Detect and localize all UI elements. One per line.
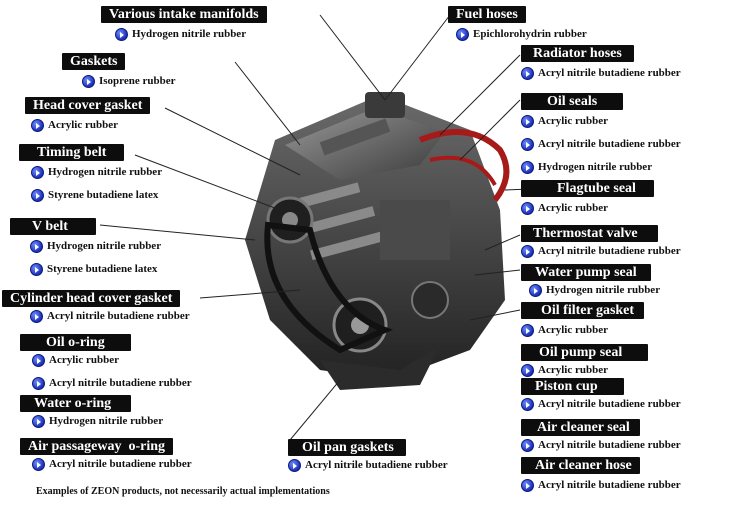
footnote: Examples of ZEON products, not necessari… [36,486,330,497]
label-title: Air cleaner seal [521,419,640,436]
label-piston-cup: Piston cup Acryl nitrile butadiene rubbe… [521,377,681,412]
bullet-icon [521,364,534,377]
material-item: Acryl nitrile butadiene rubber [32,457,192,472]
label-title: Oil o-ring [20,334,131,351]
material-item: Isoprene rubber [82,74,176,89]
material-item: Styrene butadiene latex [30,262,161,277]
label-oil-pan-gaskets: Oil pan gaskets Acryl nitrile butadiene … [288,438,448,473]
label-air-cleaner-seal: Air cleaner seal Acryl nitrile butadiene… [521,418,681,453]
material-item: Acryl nitrile butadiene rubber [521,244,681,259]
bullet-icon [521,324,534,337]
label-oil-filter-gasket: Oil filter gasket Acrylic rubber [521,301,645,338]
label-air-passageway-o-ring: Air passageway o-ring Acryl nitrile buta… [20,437,192,472]
material-item: Acrylic rubber [32,353,192,368]
label-v-belt: V belt Hydrogen nitrile rubber Styrene b… [10,217,161,277]
label-intake-manifolds: Various intake manifolds Hydrogen nitril… [101,5,267,42]
material-item: Acrylic rubber [521,323,644,338]
material-item: Styrene butadiene latex [31,188,162,203]
label-title: Oil seals [521,93,624,110]
bullet-icon [521,161,534,174]
label-title: Water pump seal [521,264,651,281]
material-item: Hydrogen nitrile rubber [31,165,162,180]
bullet-icon [32,377,45,390]
label-flagtube-seal: Flagtube seal Acrylic rubber [521,179,654,216]
label-water-pump-seal: Water pump seal Hydrogen nitrile rubber [521,263,660,298]
label-title: Oil pan gaskets [288,439,406,456]
label-title: Thermostat valve [521,225,658,242]
bullet-icon [521,115,534,128]
label-title: Timing belt [19,144,125,161]
label-timing-belt: Timing belt Hydrogen nitrile rubber Styr… [19,143,162,203]
bullet-icon [31,166,44,179]
label-title: Water o-ring [20,395,132,412]
bullet-icon [30,310,43,323]
bullet-icon [521,138,534,151]
material-item: Acrylic rubber [521,363,648,378]
bullet-icon [529,284,542,297]
material-item: Hydrogen nitrile rubber [32,414,163,429]
leader-lines [99,14,556,441]
material-item: Acryl nitrile butadiene rubber [521,478,681,493]
label-title: Various intake manifolds [101,6,267,23]
bullet-icon [32,354,45,367]
material-item: Acryl nitrile butadiene rubber [32,376,192,391]
label-fuel-hoses: Fuel hoses Epichlorohydrin rubber [448,5,587,42]
label-title: Cylinder head cover gasket [2,290,181,307]
label-title: Piston cup [521,378,624,395]
material-item: Hydrogen nitrile rubber [30,239,161,254]
label-title: Radiator hoses [521,45,634,62]
material-item: Acryl nitrile butadiene rubber [521,438,681,453]
material-item: Hydrogen nitrile rubber [529,283,660,298]
label-oil-seals: Oil seals Acrylic rubber Acryl nitrile b… [521,92,681,175]
label-cylinder-head-cover-gasket: Cylinder head cover gasket Acryl nitrile… [2,289,190,324]
material-item: Acryl nitrile butadiene rubber [521,66,681,81]
label-title: Oil filter gasket [521,302,645,319]
material-item: Hydrogen nitrile rubber [521,160,681,175]
material-item: Acrylic rubber [521,114,681,129]
material-item: Epichlorohydrin rubber [456,27,587,42]
bullet-icon [115,28,128,41]
label-title: Fuel hoses [448,6,526,23]
label-head-cover-gasket: Head cover gasket Acrylic rubber [25,96,151,133]
bullet-icon [521,67,534,80]
label-title: V belt [10,218,96,235]
label-radiator-hoses: Radiator hoses Acryl nitrile butadiene r… [521,44,681,81]
bullet-icon [288,459,301,472]
label-oil-o-ring: Oil o-ring Acrylic rubber Acryl nitrile … [20,333,192,391]
bullet-icon [521,479,534,492]
engine-block [245,92,510,390]
label-air-cleaner-hose: Air cleaner hose Acryl nitrile butadiene… [521,456,681,493]
material-item: Acryl nitrile butadiene rubber [30,309,190,324]
bullet-icon [456,28,469,41]
label-title: Flagtube seal [521,180,654,197]
bullet-icon [82,75,95,88]
label-title: Oil pump seal [521,344,649,361]
material-item: Acryl nitrile butadiene rubber [288,458,448,473]
bullet-icon [521,245,534,258]
label-title: Head cover gasket [25,97,151,114]
label-oil-pump-seal: Oil pump seal Acrylic rubber [521,343,649,378]
bullet-icon [32,458,45,471]
label-title: Air passageway o-ring [20,438,174,455]
bullet-icon [31,119,44,132]
material-item: Hydrogen nitrile rubber [115,27,267,42]
bullet-icon [521,398,534,411]
label-title: Gaskets [62,53,126,70]
label-thermostat-valve: Thermostat valve Acryl nitrile butadiene… [521,224,681,259]
material-item: Acrylic rubber [31,118,150,133]
bullet-icon [30,240,43,253]
label-water-o-ring: Water o-ring Hydrogen nitrile rubber [20,394,163,429]
bullet-icon [31,189,44,202]
material-item: Acryl nitrile butadiene rubber [521,137,681,152]
bullet-icon [30,263,43,276]
material-item: Acryl nitrile butadiene rubber [521,397,681,412]
label-title: Air cleaner hose [521,457,640,474]
bullet-icon [32,415,45,428]
label-gaskets: Gaskets Isoprene rubber [62,52,176,89]
bullet-icon [521,439,534,452]
bullet-icon [521,202,534,215]
material-item: Acrylic rubber [521,201,654,216]
